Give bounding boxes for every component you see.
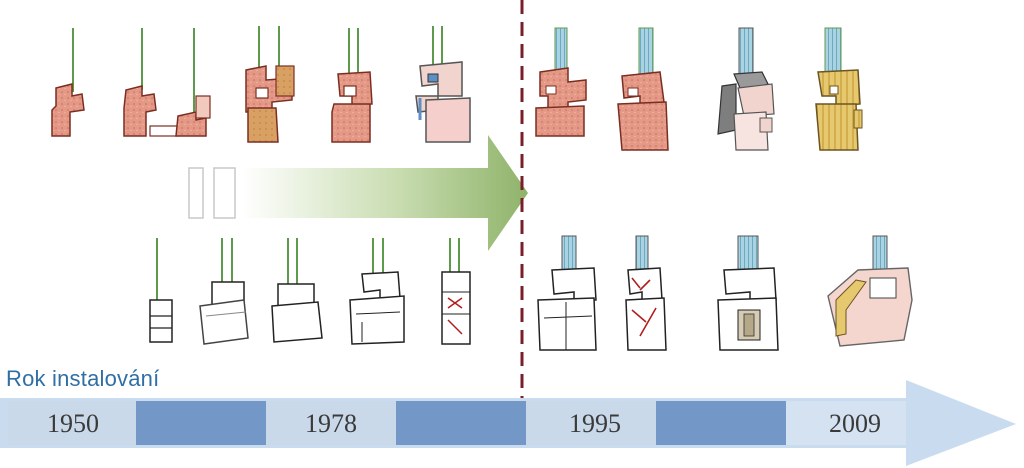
wood-profile-7 (617, 27, 669, 151)
wood-profile-6 (535, 27, 587, 137)
pvc-profile-2 (199, 238, 249, 345)
timeline-caption: Rok instalování (6, 366, 160, 391)
pvc-profile-7 (625, 235, 667, 351)
timeline-band-1 (8, 401, 136, 445)
wood-profile-3 (245, 26, 295, 143)
pvc-profile-3 (271, 238, 323, 343)
timeline-band-2 (136, 401, 266, 445)
timeline-band-6 (656, 401, 786, 445)
wood-profile-5 (415, 26, 471, 143)
pvc-profile-5 (441, 238, 471, 345)
pvc-profile-8 (717, 235, 779, 351)
wood-profile-4 (331, 28, 373, 143)
wood-pine-profile-9 (815, 27, 863, 151)
timeline-arrow (0, 380, 1016, 466)
wood-alu-profile-8 (717, 27, 775, 151)
pvc-profile-4 (349, 238, 405, 345)
pvc-profile-6 (537, 235, 597, 351)
timeline-band-7 (786, 401, 906, 445)
pvc-profile-9 (827, 235, 913, 347)
timeline-band-3 (266, 401, 396, 445)
timeline-band-5 (526, 401, 656, 445)
progress-arrow (188, 135, 528, 251)
year-label-1995: 1995 (569, 409, 621, 438)
pvc-profile-1 (149, 238, 173, 343)
wood-profile-2 (123, 28, 211, 137)
timeline-band-4 (396, 401, 526, 445)
wood-profile-1 (51, 28, 85, 137)
year-label-2009: 2009 (829, 409, 881, 438)
year-label-1978: 1978 (305, 409, 357, 438)
year-label-1950: 1950 (47, 409, 99, 438)
